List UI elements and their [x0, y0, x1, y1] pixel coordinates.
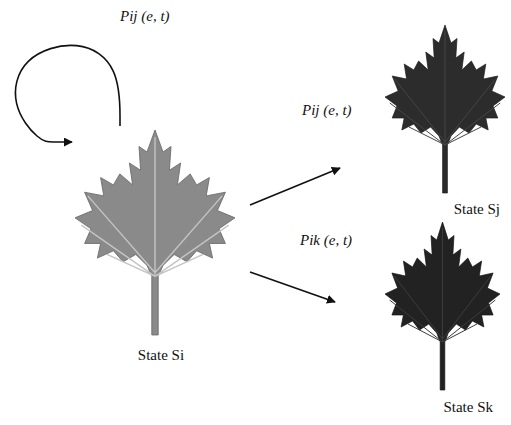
- state-label: State Sk: [443, 399, 493, 416]
- grey-leaf: [75, 130, 235, 335]
- dark-leaf: [385, 25, 505, 193]
- transition-arrow: [15, 45, 120, 142]
- transition-probability: Pij (e, t): [118, 8, 172, 25]
- state-node: State Sk: [335, 218, 508, 418]
- dark-leaf: [385, 222, 500, 390]
- transition-arrow: [250, 168, 340, 205]
- transition-arrow: [250, 272, 335, 302]
- state-node: State Sj: [340, 20, 508, 220]
- state-label: State Sj: [454, 201, 500, 218]
- state-label: State Si: [138, 347, 184, 364]
- transition-probability: Pij (e, t): [300, 102, 354, 119]
- transition-probability: Pik (e, t): [298, 232, 354, 249]
- state-node: State Si: [72, 126, 250, 366]
